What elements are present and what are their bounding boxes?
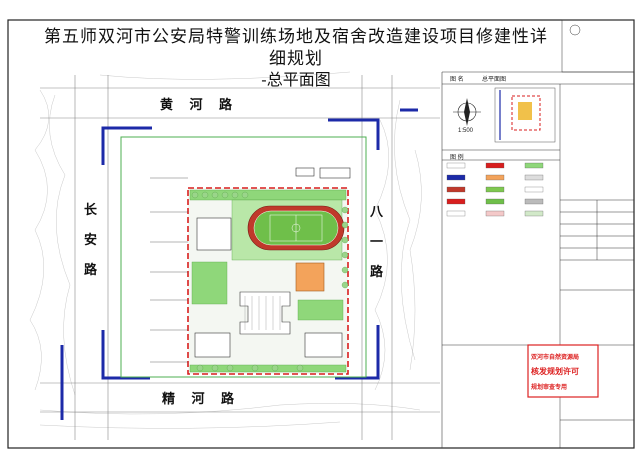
road-label-east-char: 路 xyxy=(370,265,384,280)
road-label-east: 八 一 路 xyxy=(370,198,383,288)
drawing-title: 第五师双河市公安局特警训练场地及宿舍改造建设项目修建性详细规划 -总平面图 xyxy=(36,26,556,90)
road-boundary-markers xyxy=(60,108,418,420)
green-boundary xyxy=(120,136,367,378)
road-label-east-char: 八 xyxy=(370,205,384,220)
surrounding-terrain xyxy=(29,71,422,429)
north-arrow-icon xyxy=(453,98,481,126)
gate-north xyxy=(319,167,351,179)
road-label-west-char: 长 xyxy=(84,203,98,218)
building-center xyxy=(239,291,291,335)
approval-stamp-box xyxy=(527,344,599,398)
dimension-callouts xyxy=(150,177,188,363)
road-label-west-char: 安 xyxy=(84,233,98,248)
stamp-line-1: 双河市自然资源局 xyxy=(531,355,580,361)
buildings xyxy=(194,167,351,358)
guard-house xyxy=(295,167,315,177)
scale-label: 1:500 xyxy=(458,128,474,134)
building-orange xyxy=(295,262,325,292)
legend-label: 图 例 xyxy=(450,155,464,161)
building-southeast xyxy=(304,332,343,358)
road-label-east-char: 一 xyxy=(370,235,384,250)
sheet-name-label: 图 名 xyxy=(450,77,464,83)
legend xyxy=(446,162,544,217)
building-west xyxy=(196,217,232,251)
stamp-line-2: 核发规划许可 xyxy=(531,367,579,376)
title-line-2: -总平面图 xyxy=(261,70,331,89)
road-label-west: 长 安 路 xyxy=(84,196,97,286)
sheet-name: 总平面图 xyxy=(482,77,507,83)
road-label-north: 黄 河 路 xyxy=(160,98,239,113)
building-southwest xyxy=(194,332,231,358)
title-line-1: 第五师双河市公安局特警训练场地及宿舍改造建设项目修建性详细规划 xyxy=(44,27,548,69)
road-label-west-char: 路 xyxy=(84,263,98,278)
road-label-south: 精 河 路 xyxy=(162,392,241,407)
running-track xyxy=(247,205,345,251)
stamp-line-3: 规划审查专用 xyxy=(531,385,568,391)
key-plan xyxy=(494,87,556,143)
tree-symbols xyxy=(191,191,349,372)
